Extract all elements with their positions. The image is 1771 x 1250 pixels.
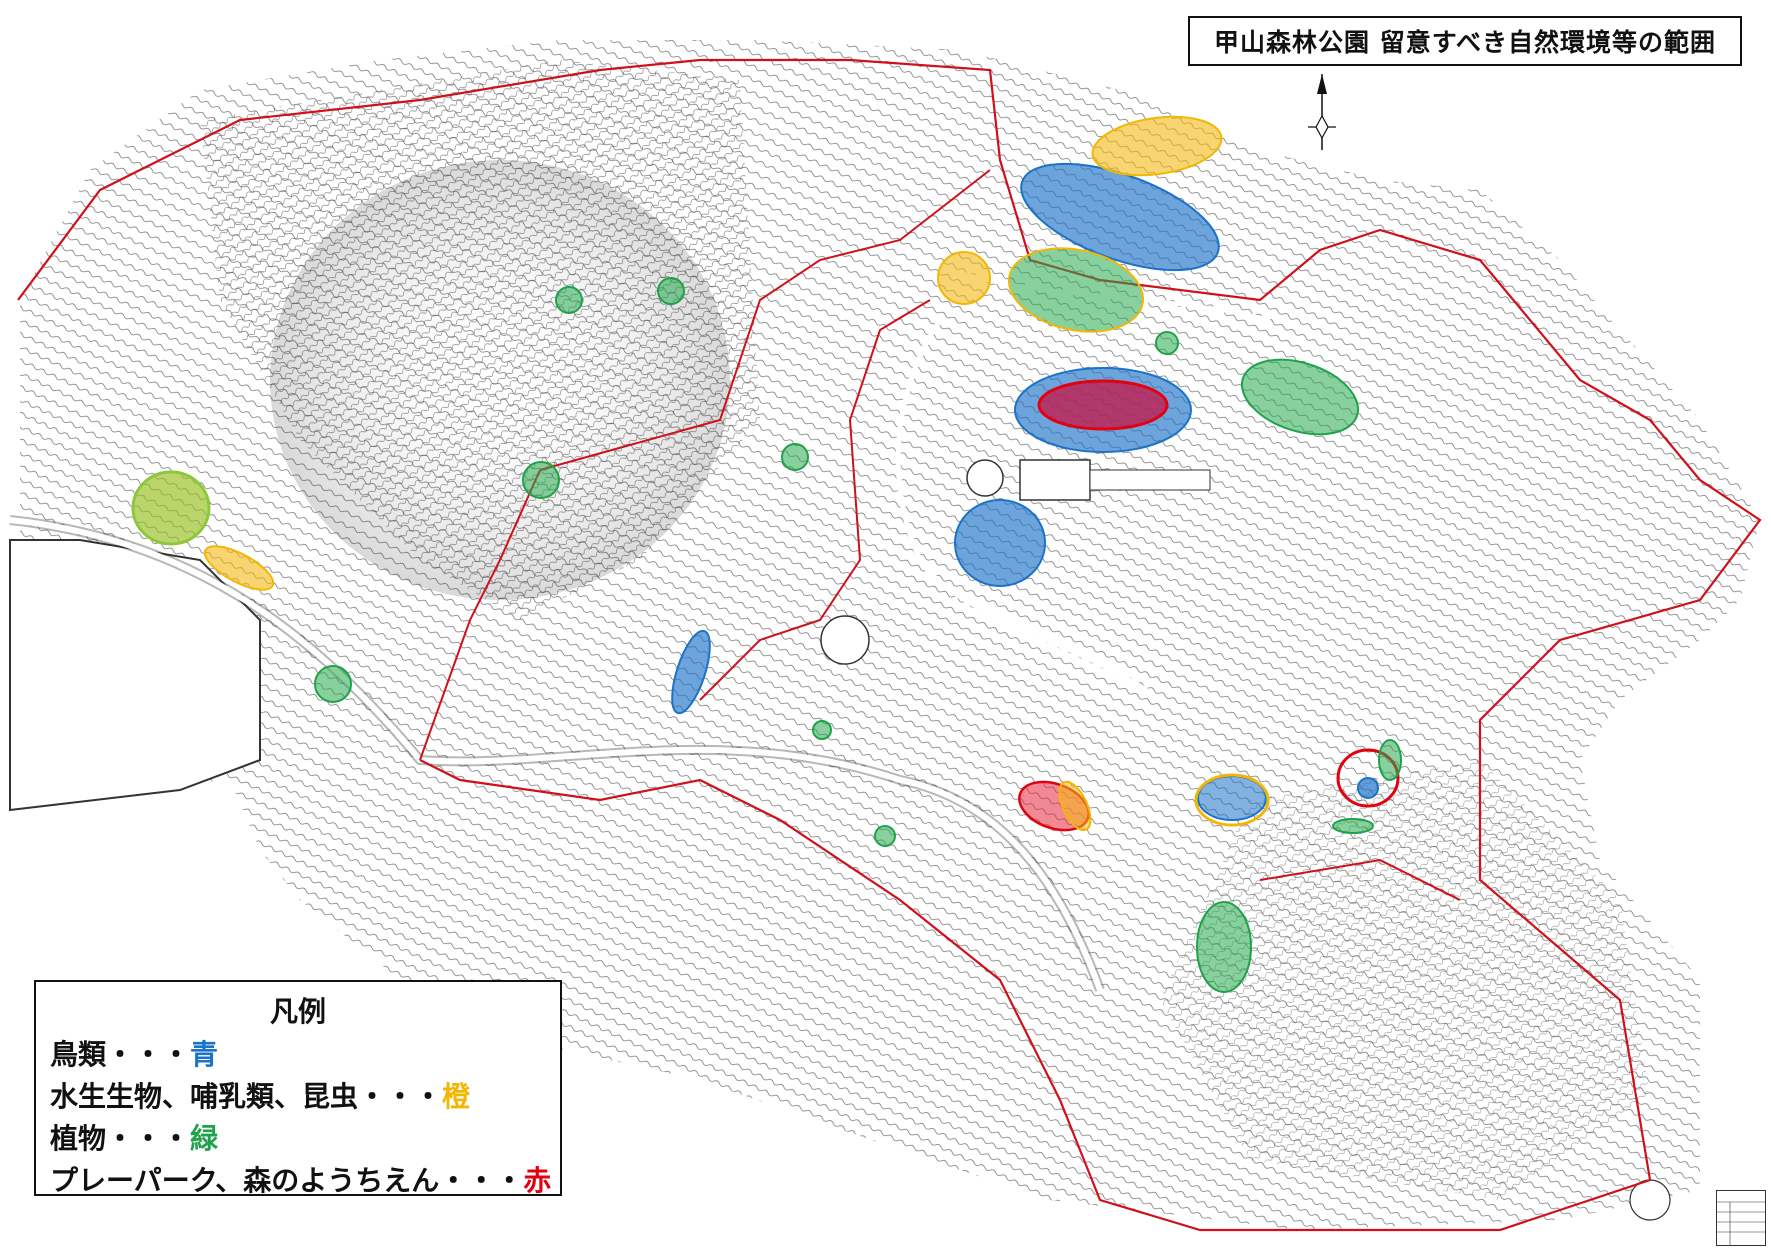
legend-item-play: プレーパーク、森のようちえん・・・赤 <box>50 1160 551 1202</box>
legend-color-word: 赤 <box>523 1164 552 1197</box>
plant-zone <box>1378 739 1402 781</box>
plant-zone <box>555 286 583 314</box>
map-title: 甲山森林公園 留意すべき自然環境等の範囲 <box>1188 16 1742 66</box>
bird-zone <box>1357 777 1379 799</box>
plant-zone <box>1155 331 1179 355</box>
legend-color-word: 緑 <box>190 1122 219 1155</box>
plant-zone <box>1240 358 1360 436</box>
inner-road <box>895 318 1162 703</box>
drawing-title-block <box>1716 1190 1766 1246</box>
aquatic-zones <box>203 115 1270 832</box>
legend-item-birds: 鳥類・・・青 <box>50 1034 546 1076</box>
legend-color-word: 橙 <box>442 1080 471 1113</box>
legend-heading: 凡例 <box>269 995 326 1028</box>
plant-zone <box>812 720 832 740</box>
plant-zone <box>657 277 685 305</box>
aquatic-zone <box>1091 115 1223 177</box>
play-zone <box>1336 748 1400 808</box>
plant-zone <box>314 665 352 703</box>
plant-zones <box>131 247 1402 993</box>
legend-label: プレーパーク、森のようちえん・・・ <box>50 1164 524 1197</box>
plant-zone <box>781 443 809 471</box>
legend-box: 凡例 鳥類・・・青 水生生物、哺乳類、昆虫・・・橙 植物・・・緑 プレーパーク、… <box>34 980 562 1197</box>
plant-zone <box>131 470 211 546</box>
lake-area <box>9 539 261 812</box>
plant-zone <box>1196 901 1252 993</box>
play-zone <box>1037 379 1169 431</box>
play-zones <box>1018 379 1400 832</box>
aquatic-zone <box>1194 773 1270 827</box>
plant-zone <box>522 461 560 499</box>
compass-north-icon <box>1308 74 1336 150</box>
legend-item-aquatic: 水生生物、哺乳類、昆虫・・・橙 <box>50 1076 546 1118</box>
plant-zone <box>1007 247 1145 333</box>
aquatic-zone <box>937 251 991 305</box>
legend-color-word: 青 <box>190 1038 219 1071</box>
bird-zone <box>671 629 711 715</box>
plant-zone <box>874 825 896 847</box>
aquatic-zone <box>203 545 275 591</box>
legend-label: 鳥類・・・ <box>50 1038 191 1071</box>
legend-label: 水生生物、哺乳類、昆虫・・・ <box>50 1080 443 1113</box>
plant-zone <box>1332 818 1374 834</box>
park-boundary <box>17 58 1762 1232</box>
bird-zone <box>954 499 1046 587</box>
legend-item-plants: 植物・・・緑 <box>50 1118 546 1160</box>
legend-label: 植物・・・ <box>50 1122 191 1155</box>
aquatic-zone <box>1058 780 1092 832</box>
